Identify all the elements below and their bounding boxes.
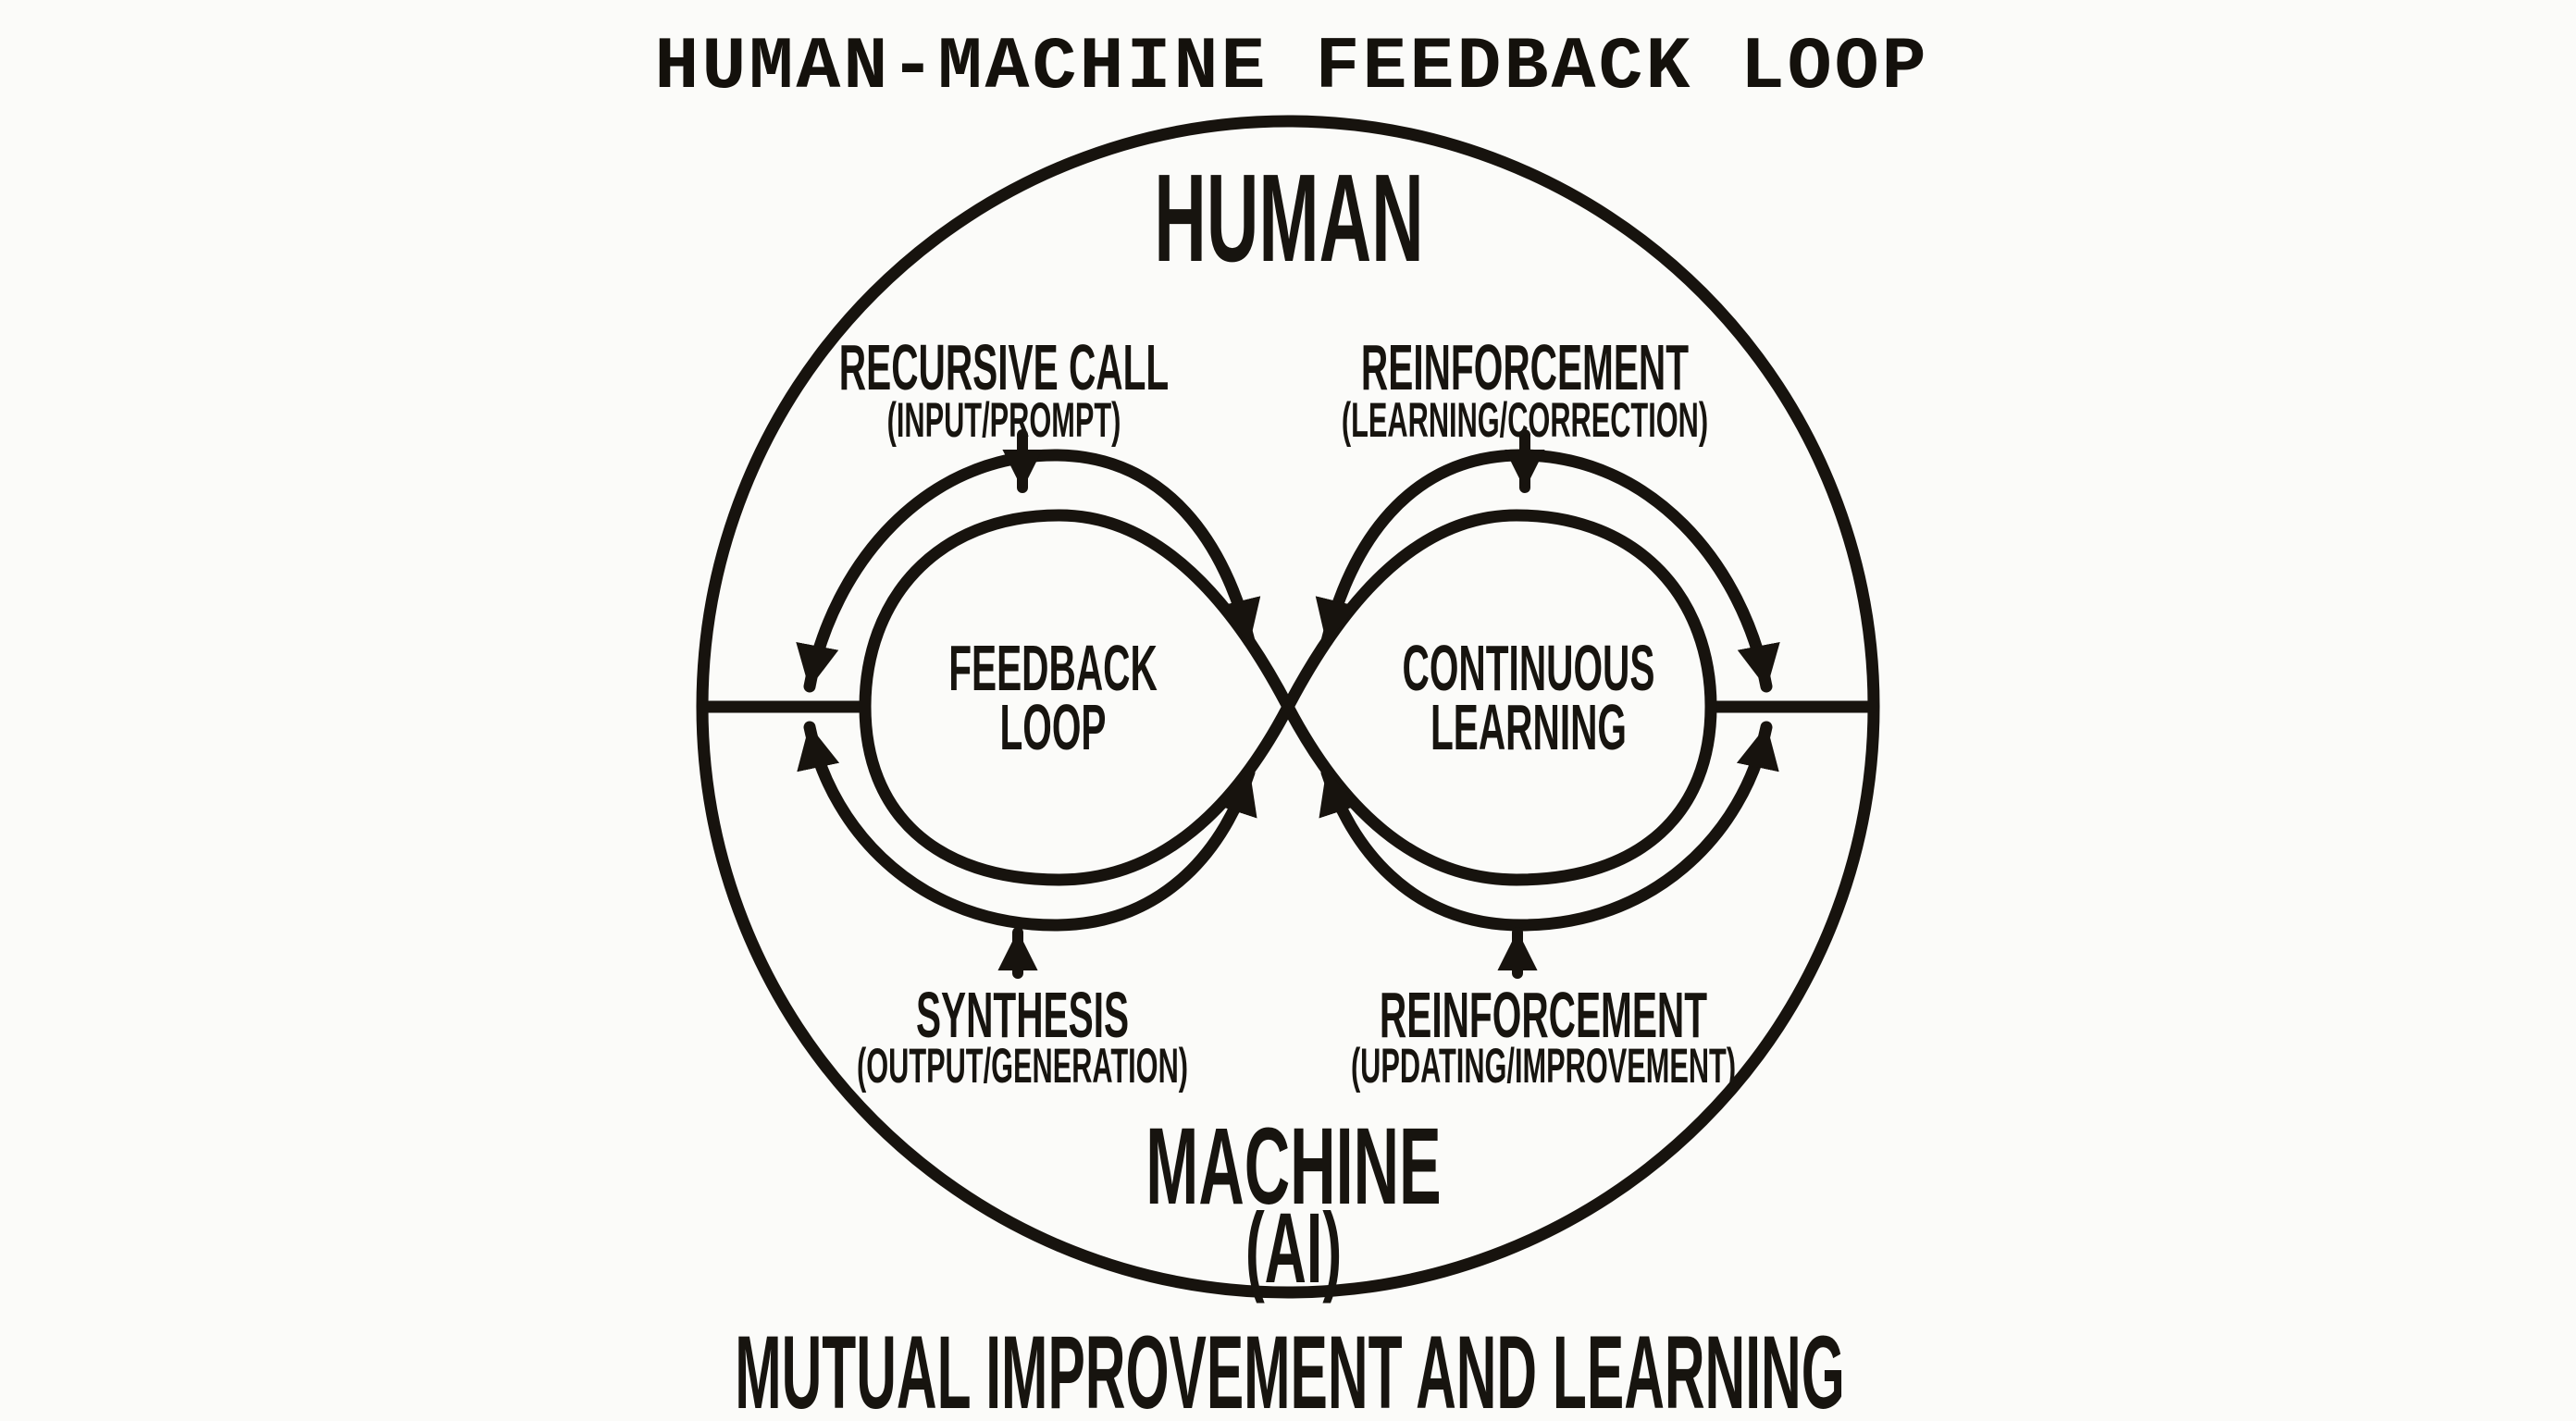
cycle-arrow-bottom-left [797,721,1257,932]
feedback-loop-line1: FEEDBACK [948,632,1158,704]
synthesis-label: SYNTHESIS [915,979,1130,1051]
recursive-call-sublabel: (INPUT/PROMPT) [886,393,1121,448]
cycle-arrow-bottom-right [1319,721,1779,932]
feedback-loop-label: FEEDBACK LOOP [948,636,1158,760]
feedback-loop-line2: LOOP [999,691,1107,763]
reinforcement-bottom-label: REINFORCEMENT [1379,979,1708,1051]
continuous-learning-label: CONTINUOUS LEARNING [1403,636,1655,760]
recursive-call-label: RECURSIVE CALL [838,331,1170,403]
reinforcement-bottom-sublabel: (UPDATING/IMPROVEMENT) [1350,1039,1737,1094]
infinity-loop [859,509,1717,886]
cycle-arrow-top-left [796,449,1261,693]
diagram-caption: MUTUAL IMPROVEMENT AND LEARNING [735,1315,1845,1421]
human-entity-label: HUMAN [1154,148,1424,288]
reinforcement-top-label: REINFORCEMENT [1360,331,1690,403]
machine-entity-label: MACHINE [1146,1106,1442,1228]
diagram-title: HUMAN-MACHINE FEEDBACK LOOP [654,26,1929,110]
continuous-learning-line1: CONTINUOUS [1402,632,1655,704]
synthesis-sublabel: (OUTPUT/GENERATION) [856,1039,1189,1094]
reinforcement-top-sublabel: (LEARNING/CORRECTION) [1341,393,1709,448]
continuous-learning-line2: LEARNING [1430,691,1628,763]
machine-entity-sublabel: (AI) [1245,1192,1343,1304]
